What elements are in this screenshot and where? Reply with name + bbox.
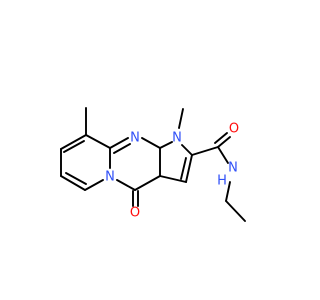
atom-o-carbonyl: O [130, 206, 140, 221]
atom-n-pyrimidine: N [130, 131, 140, 146]
pyrimidinone-ring-bonds [109, 137, 161, 207]
pyridine-ring-bonds [60, 107, 111, 191]
bond-c7-c6-double [65, 172, 87, 185]
atom-h-amide: H [217, 174, 227, 189]
bond-c3-c3a [159, 175, 187, 183]
bond-n1-methyl [178, 108, 184, 129]
atom-labels: N N N O O N H [105, 122, 239, 221]
bond-c4-n5 [116, 179, 136, 191]
bond-ethyl-ch2-ch3 [225, 200, 246, 222]
bond-n-ethyl-ch2 [225, 181, 231, 202]
bond-camide-o [217, 136, 231, 148]
bond-c9-c8 [60, 134, 87, 150]
bond-c3a-c4 [134, 175, 161, 191]
bond-c7-c6 [60, 175, 86, 191]
bond-n10-c10a [141, 137, 161, 149]
bond-c9-c8-double [63, 140, 85, 153]
pyrrole-ring-bonds [159, 108, 193, 183]
bond-camide-o-double [214, 132, 228, 144]
molecule-structure: N N N O O N H [60, 107, 246, 222]
atom-o-amide: O [229, 122, 239, 137]
bond-c2-camide [191, 146, 219, 156]
atom-n-pyrrole: N [172, 131, 182, 146]
carboxamide-bonds [191, 132, 246, 222]
bond-camide-n [217, 146, 229, 164]
bond-c10a-n1 [159, 141, 173, 149]
bond-c2-c3 [185, 154, 193, 183]
bond-c9-c9a [85, 134, 111, 149]
bond-n1-c2 [181, 144, 193, 156]
atom-n-pyridine: N [105, 170, 115, 185]
bond-c6-n5 [84, 179, 104, 191]
bond-c9a-n10 [109, 137, 129, 149]
bond-c2-c3-double [180, 157, 187, 180]
bond-c9a-n10-double [113, 143, 131, 154]
atom-n-amide: N [228, 161, 238, 176]
